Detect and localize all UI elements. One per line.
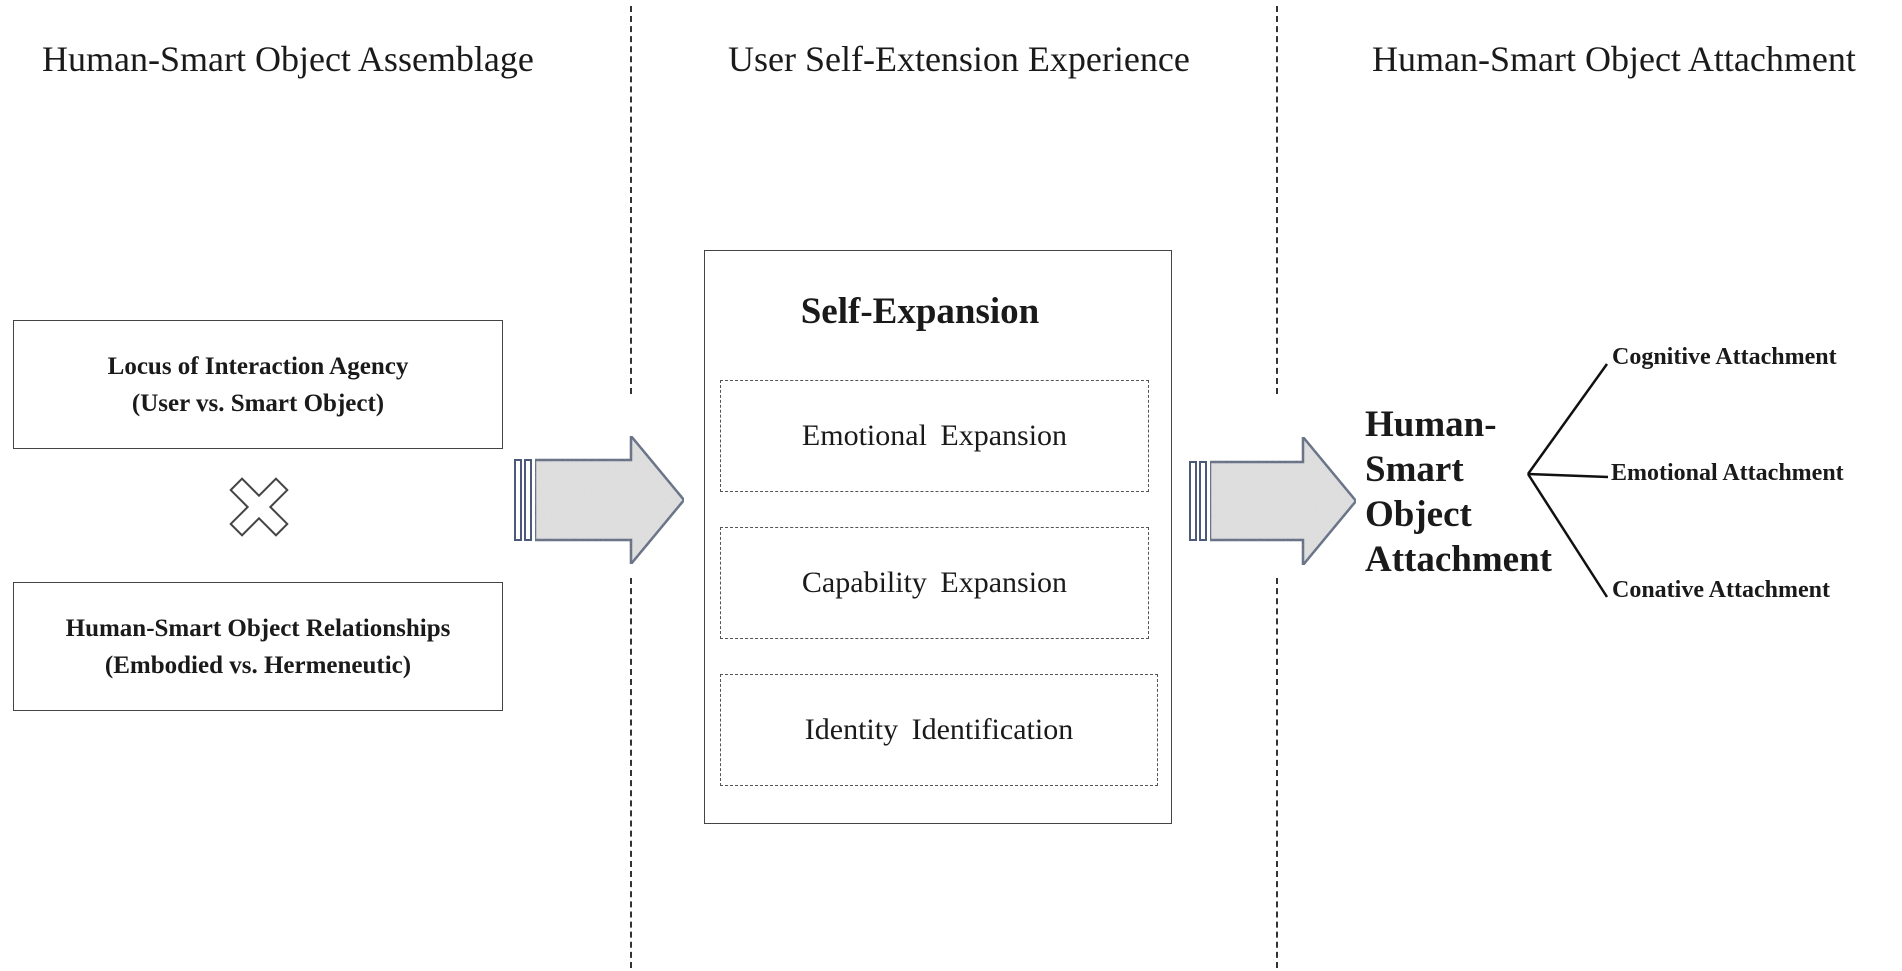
column-divider-right-upper (1276, 6, 1278, 394)
attachment-label-line1: Human- (1365, 404, 1497, 445)
attachment-label-line2: Smart (1365, 449, 1464, 490)
relationships-box: Human-Smart Object Relationships (Embodi… (13, 582, 503, 711)
column-divider-right-lower (1276, 578, 1278, 968)
interaction-agency-label: Locus of Interaction Agency (107, 352, 409, 380)
column-title-assemblage: Human-Smart Object Assemblage (42, 39, 534, 79)
capability-expansion-box: Capability Expansion (720, 527, 1149, 639)
identity-identification-box: Identity Identification (720, 674, 1158, 786)
block-arrow-right-2 (1189, 433, 1358, 569)
self-expansion-title: Self-Expansion (800, 291, 1040, 332)
emotional-attachment-label: Emotional Attachment (1611, 460, 1844, 486)
interaction-agency-sublabel: (User vs. Smart Object) (131, 389, 385, 417)
column-divider-left-lower (630, 578, 632, 968)
relationships-label: Human-Smart Object Relationships (65, 614, 451, 642)
column-title-attachment: Human-Smart Object Attachment (1372, 39, 1856, 79)
attachment-branch-lines (1526, 363, 1609, 598)
relationships-sublabel: (Embodied vs. Hermeneutic) (104, 651, 412, 679)
multiply-icon (229, 477, 289, 537)
block-arrow-right-1 (514, 432, 686, 568)
emotional-expansion-box: Emotional Expansion (720, 380, 1149, 492)
attachment-label-line3: Object (1365, 494, 1472, 535)
column-title-self-extension: User Self-Extension Experience (728, 39, 1190, 79)
cognitive-attachment-label: Cognitive Attachment (1612, 344, 1837, 370)
column-divider-left-upper (630, 6, 632, 394)
self-expansion-box (704, 250, 1172, 824)
interaction-agency-box: Locus of Interaction Agency (User vs. Sm… (13, 320, 503, 449)
conative-attachment-label: Conative Attachment (1612, 577, 1830, 603)
attachment-label-line4: Attachment (1365, 539, 1553, 580)
attachment-label: Human- Smart Object Attachment (1365, 402, 1552, 582)
